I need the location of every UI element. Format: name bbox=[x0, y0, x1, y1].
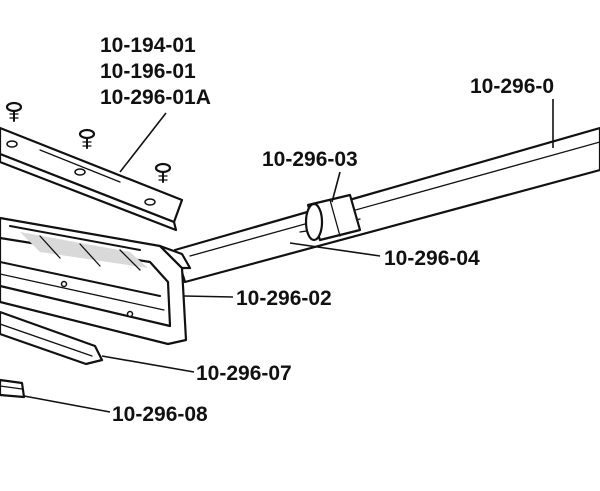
label-head: 10-296-02 bbox=[236, 287, 332, 310]
label-ferrule: 10-296-04 bbox=[384, 247, 480, 270]
leader-ring bbox=[331, 171, 341, 203]
leader-ferrule bbox=[289, 242, 381, 257]
label-handle: 10-296-0 bbox=[470, 75, 554, 98]
label-blade-set-1: 10-194-01 bbox=[100, 34, 196, 57]
label-blade-set-2: 10-196-01 bbox=[100, 60, 196, 83]
leader-lines bbox=[23, 99, 554, 413]
leader-strip bbox=[101, 355, 195, 373]
head-frame bbox=[0, 216, 192, 346]
screw-2 bbox=[78, 128, 96, 149]
block-part bbox=[0, 378, 26, 399]
blade-plate bbox=[0, 126, 184, 232]
leader-blade bbox=[119, 112, 167, 173]
label-ring: 10-296-03 bbox=[262, 148, 358, 171]
label-block: 10-296-08 bbox=[112, 403, 208, 426]
label-strip: 10-296-07 bbox=[196, 362, 292, 385]
screw-1 bbox=[5, 101, 23, 122]
strip-part bbox=[0, 310, 104, 366]
ring-part bbox=[304, 193, 362, 242]
label-blade-set-3: 10-296-01A bbox=[100, 86, 211, 109]
leader-head bbox=[183, 295, 234, 298]
screw-3 bbox=[154, 162, 172, 183]
leader-block bbox=[23, 395, 111, 413]
